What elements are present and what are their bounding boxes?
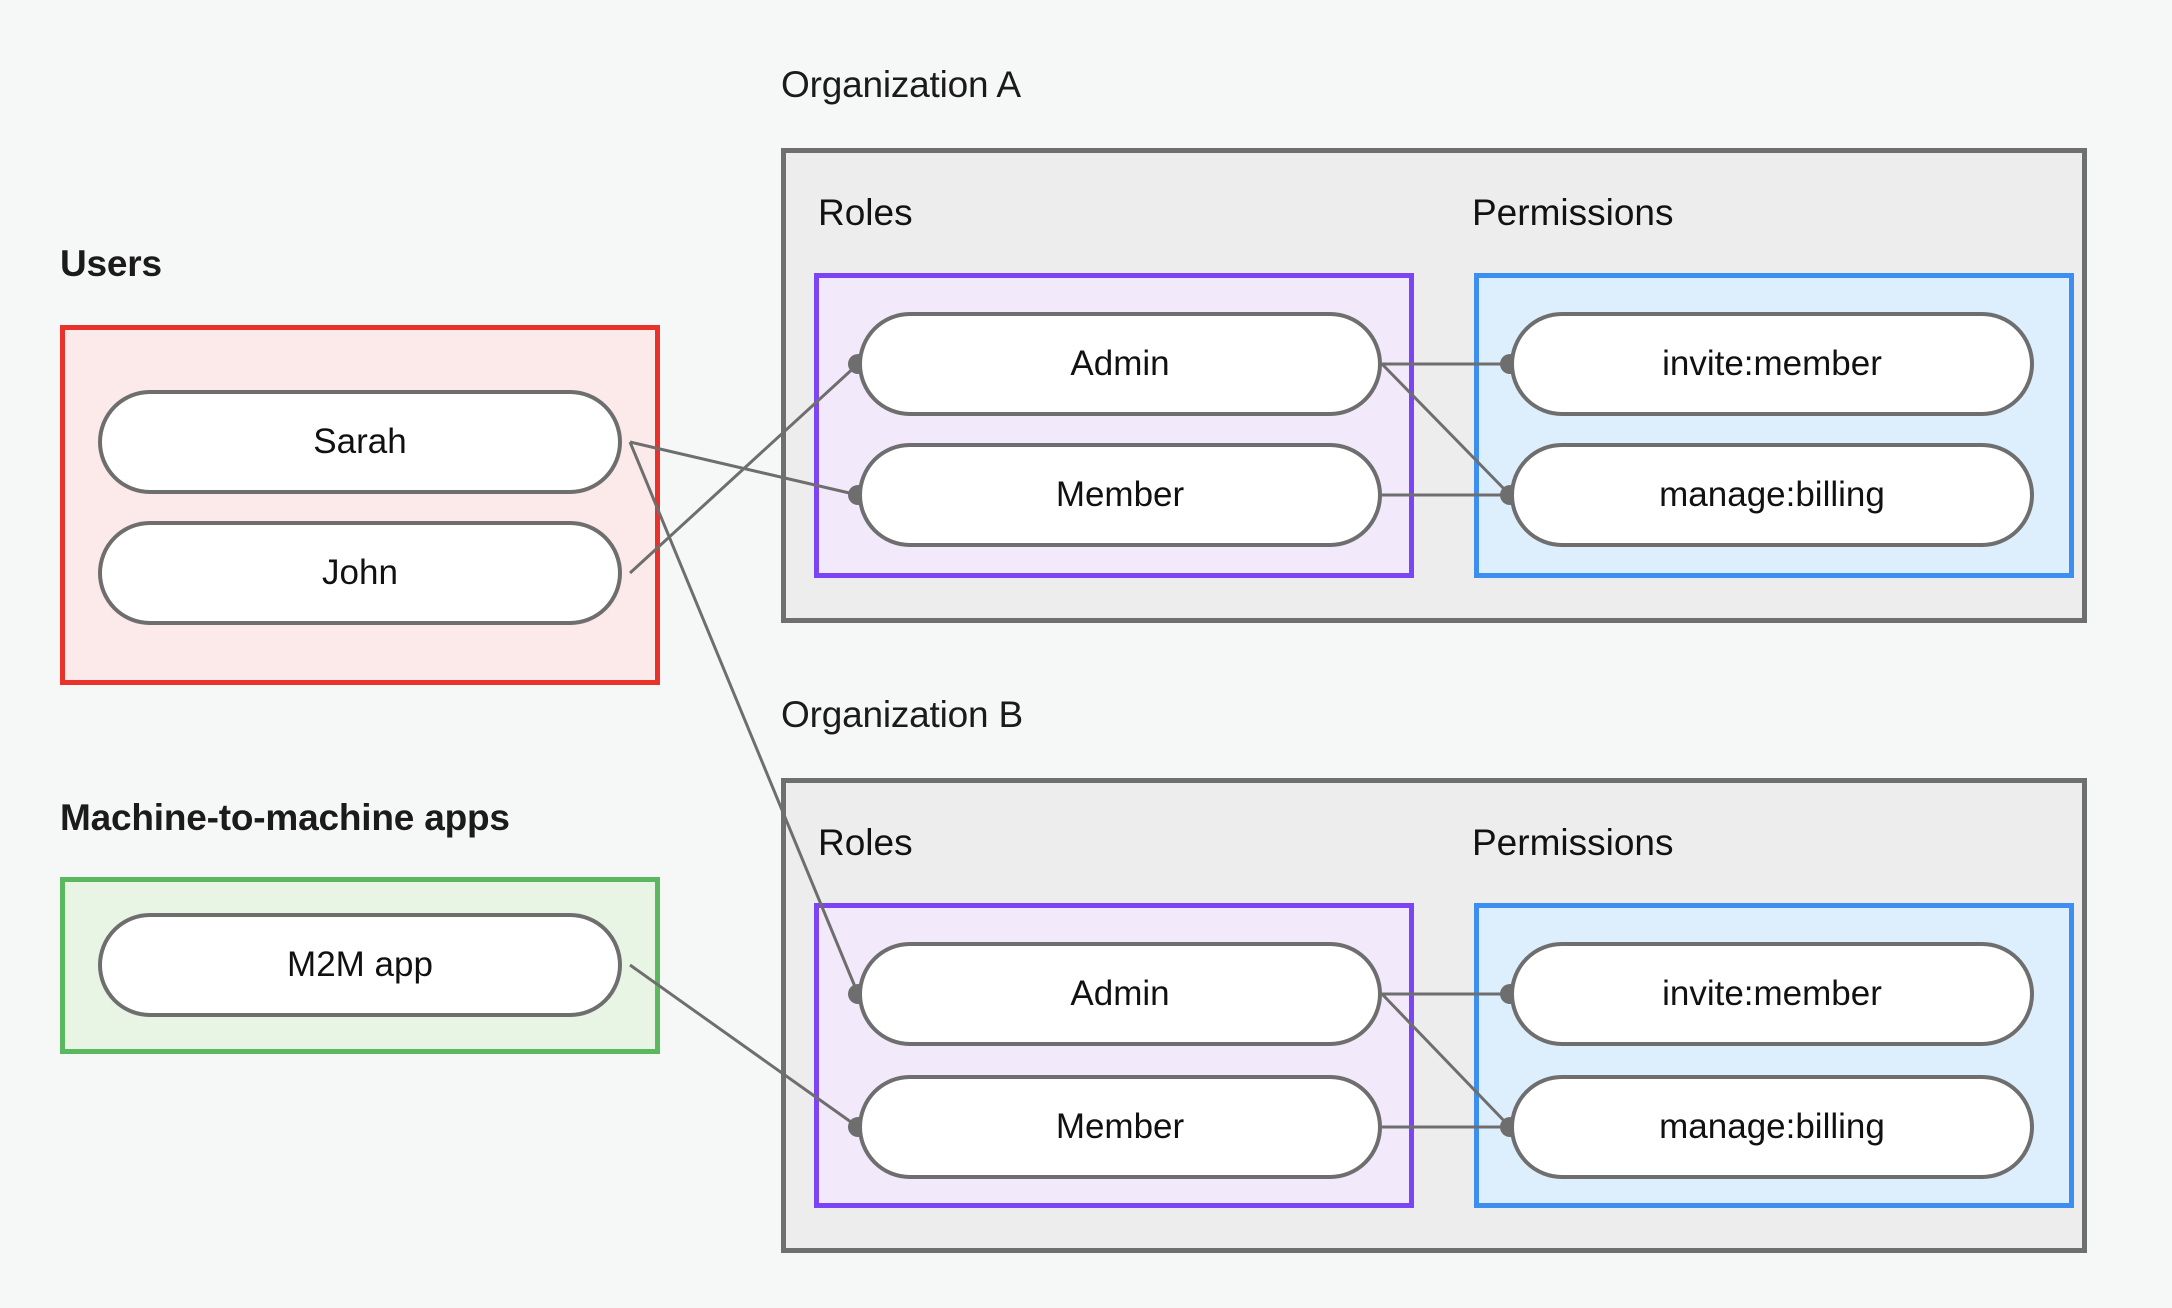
- organization-a-role-admin-label: Admin: [1070, 344, 1170, 383]
- organization-a-caption: Organization A: [781, 64, 1021, 105]
- user-node-john[interactable]: John: [98, 521, 622, 625]
- m2m-node-app[interactable]: M2M app: [98, 913, 622, 1017]
- user-node-sarah[interactable]: Sarah: [98, 390, 622, 494]
- users-box: [60, 325, 660, 685]
- m2m-caption: Machine-to-machine apps: [60, 797, 510, 838]
- organization-a-roles-title: Roles: [818, 192, 913, 233]
- user-node-sarah-label: Sarah: [313, 422, 407, 461]
- organization-b-roles-title: Roles: [818, 822, 913, 863]
- organization-b-permission-invite-member-label: invite:member: [1662, 974, 1882, 1013]
- organization-a-permission-manage-billing[interactable]: manage:billing: [1510, 443, 2034, 547]
- m2m-node-app-label: M2M app: [287, 945, 433, 984]
- organization-b-permission-invite-member[interactable]: invite:member: [1510, 942, 2034, 1046]
- organization-b-role-member-label: Member: [1055, 1107, 1185, 1146]
- organization-a-permissions-title: Permissions: [1472, 192, 1674, 233]
- organization-b-permission-manage-billing[interactable]: manage:billing: [1510, 1075, 2034, 1179]
- organization-a-role-member[interactable]: Member: [858, 443, 1382, 547]
- users-caption: Users: [60, 243, 162, 284]
- organization-b-permissions-title: Permissions: [1472, 822, 1674, 863]
- organization-b-role-member[interactable]: Member: [858, 1075, 1382, 1179]
- organization-b-role-admin-label: Admin: [1070, 974, 1170, 1013]
- organization-a-role-member-label: Member: [1055, 475, 1185, 514]
- organization-a-permission-invite-member[interactable]: invite:member: [1510, 312, 2034, 416]
- organization-b-permission-manage-billing-label: manage:billing: [1659, 1107, 1885, 1146]
- user-node-john-label: John: [322, 553, 398, 592]
- organization-b-caption: Organization B: [781, 694, 1023, 735]
- organization-b-role-admin[interactable]: Admin: [858, 942, 1382, 1046]
- organization-a-permission-invite-member-label: invite:member: [1662, 344, 1882, 383]
- organization-a-permission-manage-billing-label: manage:billing: [1659, 475, 1885, 514]
- organization-a-role-admin[interactable]: Admin: [858, 312, 1382, 416]
